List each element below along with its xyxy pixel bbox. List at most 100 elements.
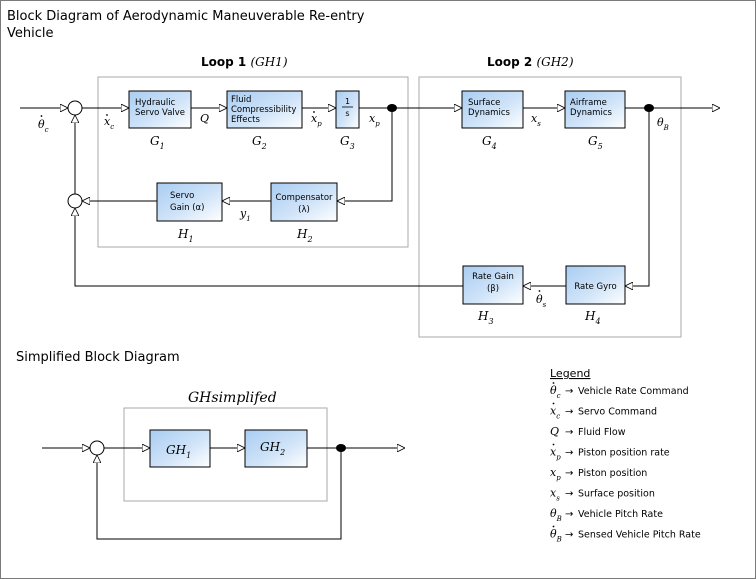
block-h4: Rate Gyro	[565, 265, 626, 305]
caption-g2: G2	[252, 134, 267, 151]
simplified-summing-junction	[89, 440, 105, 456]
svg-text:Gain (α): Gain (α)	[170, 203, 204, 213]
caption-g5: G5	[588, 134, 603, 151]
block-g4: Surface Dynamics	[461, 90, 524, 129]
simplified-title: Simplified Block Diagram	[16, 350, 180, 365]
legend-item: xc → Servo Command	[550, 402, 657, 421]
svg-text:(λ): (λ)	[298, 205, 310, 215]
legend-symbol: xp	[550, 466, 561, 482]
legend-symbol: xp	[550, 446, 561, 462]
signal-x-c: xc	[104, 115, 114, 131]
legend-text: Servo Command	[578, 407, 657, 418]
block-g2: Fluid Compressibility Effects	[226, 90, 303, 129]
loop1-label: Loop 1 (GH1)	[201, 55, 288, 69]
legend-symbol: Q	[550, 425, 559, 438]
signal-x-s: xs	[531, 112, 541, 128]
block-g5: Airframe Dynamics	[564, 90, 626, 129]
legend-symbol: θc	[550, 384, 561, 400]
svg-text:1: 1	[345, 97, 350, 106]
diagram-title-line1: Block Diagram of Aerodynamic Maneuverabl…	[7, 9, 365, 24]
simplified-feedback-line	[97, 448, 342, 540]
legend-item: θc → Vehicle Rate Command	[550, 382, 689, 400]
block-h1: Servo Gain (α)	[156, 182, 223, 222]
block-gh2: GH2	[244, 429, 308, 468]
legend-title: Legend	[550, 367, 590, 380]
summing-junction-inner	[67, 193, 83, 209]
svg-text:Dynamics: Dynamics	[468, 108, 510, 118]
svg-text:Fluid: Fluid	[231, 95, 251, 105]
svg-text:GH2: GH2	[260, 440, 285, 457]
legend-items: θc → Vehicle Rate Command xc → Servo CommandQ…	[550, 382, 701, 544]
branch-point-thetab	[644, 104, 654, 112]
legend-symbol: xc	[550, 405, 560, 421]
legend-arrow-icon: →	[565, 407, 573, 418]
legend-text: Piston position rate	[578, 448, 670, 459]
legend-symbol: θB	[550, 528, 562, 544]
block-h2: Compensator (λ)	[270, 182, 338, 222]
line-xp-to-h2	[337, 108, 393, 201]
legend-text: Vehicle Pitch Rate	[578, 509, 663, 520]
svg-text:s: s	[345, 109, 349, 118]
line-thetab-to-h4	[625, 108, 650, 286]
svg-text:Compressibility: Compressibility	[231, 105, 296, 115]
caption-g3: G3	[340, 134, 355, 151]
caption-g1: G1	[150, 134, 165, 151]
svg-text:Servo Valve: Servo Valve	[135, 108, 185, 118]
diagram-title-line2: Vehicle	[7, 26, 54, 41]
block-g3: 1 s	[335, 90, 360, 129]
loop1-group	[97, 76, 409, 248]
simplified-group	[123, 407, 328, 502]
legend-item: θB→ Vehicle Pitch Rate	[550, 507, 663, 523]
svg-text:Surface: Surface	[468, 98, 500, 108]
legend-item: θB→ Sensed Vehicle Pitch Rate	[550, 525, 701, 544]
block-gh1: GH1	[149, 429, 211, 468]
signal-theta-c: θc	[38, 118, 49, 134]
legend-text: Fluid Flow	[578, 427, 626, 438]
legend-text: Sensed Vehicle Pitch Rate	[578, 530, 701, 541]
signal-y1: y1	[239, 207, 251, 223]
legend-arrow-icon: →	[565, 386, 573, 397]
legend-item: xp → Piston position rate	[550, 443, 670, 462]
svg-text:Compensator: Compensator	[275, 193, 333, 203]
simplified-branch-point	[336, 444, 346, 452]
caption-h1: H1	[177, 227, 194, 244]
legend-arrow-icon: →	[565, 468, 573, 479]
block-g1: Hydraulic Servo Valve	[128, 90, 192, 129]
svg-text:GH1: GH1	[166, 443, 191, 460]
signal-q: Q	[200, 112, 209, 125]
legend-arrow-icon: →	[565, 427, 573, 438]
legend-arrow-icon: →	[565, 448, 573, 459]
signal-theta-s: θs	[536, 293, 547, 309]
line-h3-to-inner-sum	[75, 208, 463, 287]
signal-x-p: xp	[369, 112, 380, 128]
svg-text:Servo: Servo	[170, 191, 194, 201]
caption-h4: H4	[584, 309, 601, 326]
svg-text:Rate Gyro: Rate Gyro	[574, 282, 616, 292]
svg-text:Airframe: Airframe	[570, 98, 607, 108]
legend-text: Piston position	[578, 468, 647, 479]
simplified-group-label: GHsimplifed	[188, 390, 277, 406]
legend-item: xp → Piston position	[550, 466, 647, 482]
legend-arrow-icon: →	[565, 530, 573, 541]
signal-theta-b: θB	[657, 116, 669, 132]
svg-text:Effects: Effects	[231, 115, 260, 125]
caption-h3: H3	[477, 309, 494, 326]
loop2-label: Loop 2 (GH2)	[487, 55, 574, 69]
caption-g4: G4	[482, 134, 497, 151]
svg-text:Dynamics: Dynamics	[570, 108, 612, 118]
caption-h2: H2	[296, 227, 313, 244]
legend-item: Q → Fluid Flow	[550, 425, 626, 438]
svg-text:Hydraulic: Hydraulic	[135, 98, 176, 108]
branch-point-xp	[387, 104, 397, 112]
summing-junction-main	[67, 100, 83, 116]
block-h3: Rate Gain (β)	[462, 265, 524, 305]
legend-text: Vehicle Rate Command	[578, 386, 689, 397]
loop2-group	[418, 76, 682, 338]
svg-text:(β): (β)	[487, 284, 499, 294]
legend-symbol: xs	[550, 487, 560, 503]
legend-symbol: θB	[550, 507, 562, 523]
legend-item: xs→Surface position	[550, 487, 655, 503]
legend-arrow-icon: →	[565, 489, 573, 500]
legend-arrow-icon: →	[565, 509, 573, 520]
